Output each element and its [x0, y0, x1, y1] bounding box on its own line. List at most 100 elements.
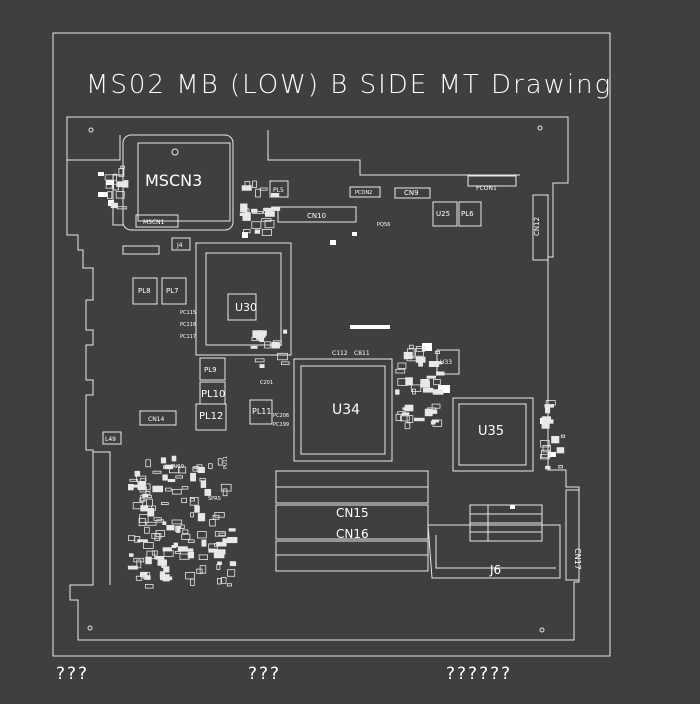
smd-component: [152, 470, 162, 474]
label-cn10: CN10: [307, 212, 326, 220]
label-mscn1: MSCN1: [143, 219, 165, 226]
label-pc206: PC206: [273, 413, 289, 419]
smd-component: [424, 408, 433, 417]
smd-component: [264, 211, 275, 217]
pl7-outline: [161, 277, 187, 305]
smd-pad: [352, 232, 357, 236]
smd-component: [180, 524, 185, 529]
smd-component: [216, 541, 227, 547]
smd-component: [198, 554, 209, 560]
smd-component: [139, 497, 145, 503]
label-mscn3: MSCN3: [145, 171, 202, 190]
smd-component: [208, 463, 213, 469]
smd-component: [558, 465, 563, 469]
smd-component: [551, 435, 560, 444]
smd-pad: [438, 385, 450, 393]
smd-component: [404, 422, 411, 430]
smd-component: [255, 188, 261, 198]
mounting-hole: [171, 148, 179, 156]
smd-component: [418, 362, 424, 367]
board-lower-edge: [93, 451, 111, 585]
smd-component: [395, 389, 400, 395]
smd-component: [137, 539, 148, 543]
smd-component: [185, 548, 194, 552]
smd-pad: [350, 325, 390, 329]
smd-component: [251, 208, 258, 213]
smd-component: [133, 557, 145, 563]
smd-component: [181, 486, 189, 490]
smd-component: [406, 348, 415, 358]
smd-component: [432, 389, 444, 395]
label-pu10: PU10: [171, 464, 184, 470]
label-j6: J6: [489, 563, 501, 577]
u35-inner: [458, 403, 527, 466]
smd-pad: [510, 505, 515, 509]
smd-component: [540, 440, 550, 448]
smd-component: [406, 415, 414, 423]
smd-component: [190, 472, 196, 482]
smd-component: [173, 542, 178, 548]
smd-component: [397, 362, 407, 369]
smd-component: [153, 517, 162, 521]
smd-component: [545, 400, 556, 406]
label-pq56: PQ56: [377, 222, 390, 228]
smd-component: [164, 464, 173, 470]
label-cn15: CN15: [336, 506, 369, 520]
smd-pad: [242, 232, 248, 238]
dense-component-cluster: [104, 165, 565, 589]
smd-component: [277, 352, 288, 361]
smd-component: [167, 478, 176, 482]
smd-component: [214, 543, 219, 547]
u30-inner: [205, 252, 282, 346]
pl11-outline: [249, 399, 273, 425]
u30-die: [227, 293, 257, 321]
smd-component: [212, 514, 220, 520]
smd-component: [147, 507, 155, 517]
label-pcon1: PCON1: [476, 185, 497, 192]
smd-component: [556, 447, 565, 454]
smd-component: [214, 512, 225, 518]
label-sprs: SPRS: [208, 496, 221, 502]
smd-component: [151, 505, 156, 511]
smd-component: [227, 569, 236, 577]
smd-component: [218, 532, 226, 536]
label-c112: C112: [332, 350, 348, 357]
smd-component: [201, 539, 207, 547]
smd-component: [542, 444, 551, 453]
footer-label-2: ???: [248, 664, 282, 684]
smd-component: [162, 521, 167, 525]
smd-component: [544, 404, 555, 408]
board-edge-notch: [67, 135, 121, 161]
label-j4: J4: [176, 242, 183, 249]
smd-component: [240, 203, 248, 213]
smd-component: [199, 477, 206, 482]
label-pc116: PC116: [180, 322, 196, 328]
smd-component: [144, 526, 150, 534]
smd-component: [214, 531, 226, 537]
smd-component: [438, 361, 443, 365]
cn9-outline: [394, 187, 431, 199]
label-pc199: PC199: [273, 422, 289, 428]
label-l49: L49: [105, 436, 116, 443]
mounting-hole: [87, 625, 93, 631]
cn10-outline: [277, 206, 357, 223]
smd-component: [142, 572, 151, 579]
smd-component: [128, 553, 134, 557]
smd-component: [216, 564, 221, 571]
smd-component: [548, 419, 554, 424]
smd-component: [127, 535, 136, 541]
pl6-outline: [458, 201, 482, 227]
smd-component: [174, 551, 181, 554]
label-pl10: PL10: [201, 389, 225, 400]
label-cn16: CN16: [336, 527, 369, 541]
smd-component: [409, 344, 414, 349]
smd-component: [189, 497, 195, 502]
smd-component: [541, 421, 550, 429]
smd-component: [430, 420, 436, 425]
smd-component: [270, 192, 280, 197]
smd-component: [259, 364, 265, 368]
smd-component: [163, 566, 170, 573]
smd-component: [113, 183, 119, 191]
smd-component: [403, 351, 413, 360]
